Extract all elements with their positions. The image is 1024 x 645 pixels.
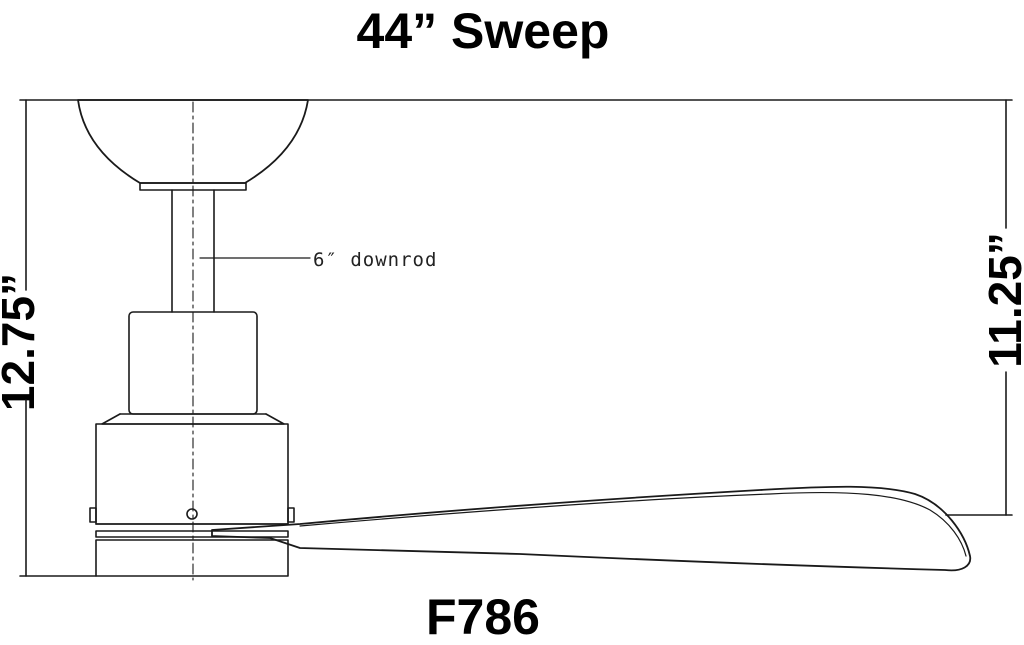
model-number: F786 [426, 589, 540, 645]
sweep-title: 44” Sweep [356, 3, 610, 59]
housing-screw [186, 508, 198, 520]
bottom-cap [95, 530, 289, 538]
fan-blade [211, 485, 972, 572]
downrod-callout-label: 6″ downrod [313, 249, 438, 271]
